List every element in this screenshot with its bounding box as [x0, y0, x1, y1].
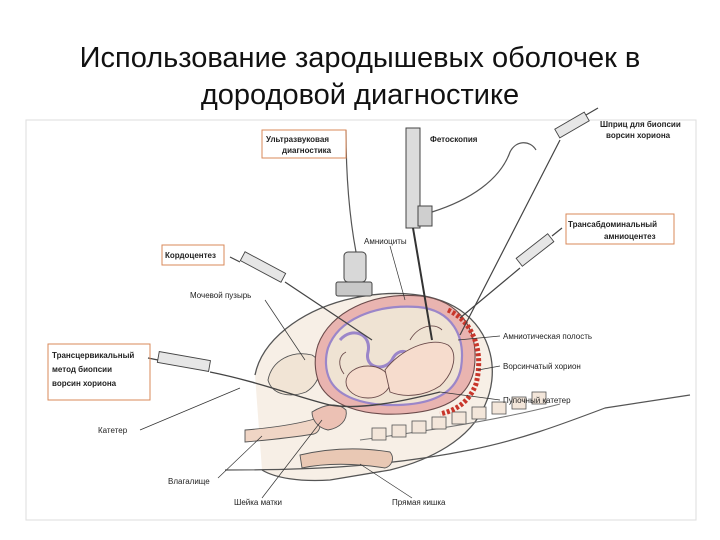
label-cord-catheter: Пупочный катетер	[503, 396, 571, 405]
rectum	[299, 448, 393, 469]
label-bladder: Мочевой пузырь	[190, 291, 251, 300]
leader-amniotic-cavity	[457, 335, 501, 341]
transcervical-box	[47, 343, 151, 401]
ultrasound-box	[261, 129, 347, 159]
amniocentesis-syringe	[459, 227, 563, 319]
label-transcervical-3: ворсин хориона	[52, 379, 117, 388]
biopsy-syringe	[459, 107, 599, 336]
slide-title-line2: дородовой диагностике	[200, 79, 520, 111]
leader-cervix	[261, 419, 323, 499]
label-amniocytes: Амниоциты	[364, 237, 407, 246]
label-rectum: Прямая кишка	[392, 498, 446, 507]
slide-title-line1: Использование зародышевых оболочек в	[79, 42, 641, 74]
leader-catheter	[139, 387, 241, 431]
cordocentesis-syringe	[229, 251, 373, 341]
label-transabdominal-1: Трансабдоминальный	[568, 220, 657, 229]
leader-vagina	[217, 435, 263, 479]
label-fetoscopy: Фетоскопия	[430, 135, 478, 144]
label-transcervical-2: метод биопсии	[52, 365, 112, 374]
image-frame	[25, 119, 697, 521]
label-cervix: Шейка матки	[234, 498, 282, 507]
label-ultrasound-2: диагностика	[282, 146, 332, 155]
slide-title: Использование зародышевых оболочек в дор…	[0, 40, 720, 114]
leader-cord-catheter	[439, 391, 501, 401]
spine	[359, 391, 561, 441]
chorion	[439, 307, 482, 417]
cordocentesis-box	[161, 244, 225, 266]
label-syringe-biopsy-1: Шприц для биопсии	[600, 120, 681, 129]
label-cordocentesis: Кордоцентез	[165, 251, 216, 260]
label-catheter: Катетер	[98, 426, 128, 435]
label-chorion: Ворсинчатый хорион	[503, 362, 581, 371]
fetoscope	[405, 127, 537, 341]
leader-bladder	[264, 299, 306, 361]
leader-chorion	[477, 365, 501, 371]
label-amniotic-cavity: Амниотическая полость	[503, 332, 592, 341]
fetus	[339, 325, 455, 399]
label-syringe-biopsy-2: ворсин хориона	[606, 131, 671, 140]
back-outline	[224, 394, 691, 471]
label-vagina: Влагалище	[168, 477, 210, 486]
leader-amniocytes	[389, 245, 406, 301]
label-transcervical-1: Трансцервикальный	[52, 351, 134, 360]
leader-rectum	[359, 463, 413, 499]
label-transabdominal-2: амниоцентез	[604, 232, 656, 241]
label-ultrasound-1: Ультразвуковая	[266, 135, 329, 144]
ultrasound-probe	[335, 129, 373, 297]
transabdominal-box	[565, 213, 675, 245]
vagina	[244, 417, 321, 443]
